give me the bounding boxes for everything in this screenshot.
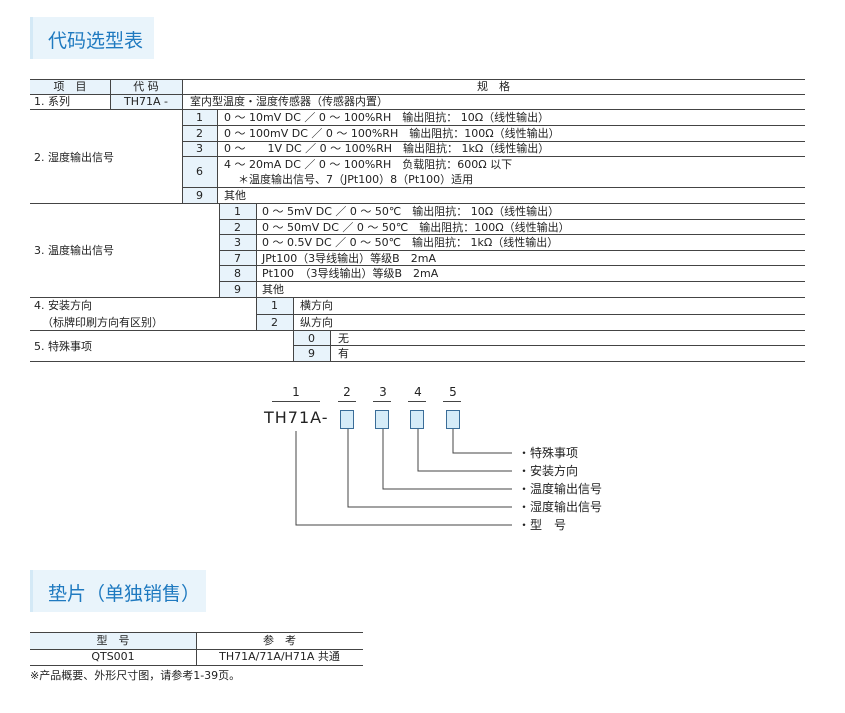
gasket-header-model: 型 号 <box>96 634 130 647</box>
series-label: 1. 系列 <box>34 95 70 108</box>
code-box <box>446 410 460 429</box>
temperature-code: 3 <box>234 236 241 249</box>
header-spec: 规 格 <box>477 80 510 93</box>
special-code: 9 <box>308 347 315 360</box>
diagram-label: ・特殊事项 <box>518 446 579 460</box>
special-desc: 无 <box>338 332 349 345</box>
section-title: 垫片（单独销售） <box>48 583 201 605</box>
special-label: 5. 特殊事项 <box>34 340 92 353</box>
section-header-bar <box>30 17 33 59</box>
series-code: TH71A - <box>124 95 168 108</box>
temperature-desc: 0 ～ 5mV DC ／ 0 ～ 50℃ 输出阻抗： 10Ω（线性输出） <box>262 205 560 218</box>
code-box <box>410 410 424 429</box>
humidity-code: 3 <box>196 142 203 155</box>
special-code: 0 <box>308 332 315 345</box>
temperature-desc: 0 ～ 50mV DC ／ 0 ～ 50℃ 输出阻抗：100Ω（线性输出） <box>262 221 570 234</box>
diagram-label: ・型 号 <box>518 518 567 532</box>
humidity-code: 1 <box>196 111 203 124</box>
header-item: 项 目 <box>53 80 87 93</box>
diagram-label: ・湿度输出信号 <box>518 500 603 514</box>
gasket-ref: TH71A/71A/H71A 共通 <box>219 650 340 663</box>
temperature-label: 3. 温度输出信号 <box>34 244 114 257</box>
humidity-desc: 其他 <box>224 189 246 202</box>
gasket-header-ref: 参 考 <box>263 634 296 647</box>
code-box <box>375 410 389 429</box>
position-number: 5 <box>449 385 457 399</box>
mounting-desc: 横方向 <box>300 299 333 312</box>
temperature-code: 8 <box>234 267 241 280</box>
temperature-code: 9 <box>234 283 241 296</box>
temperature-desc: 其他 <box>262 283 284 296</box>
gasket-header-bg <box>30 633 196 649</box>
special-desc: 有 <box>338 347 349 360</box>
header-bg-left <box>30 80 182 94</box>
mounting-sublabel: （标牌印刷方向有区别） <box>42 316 163 329</box>
humidity-code: 6 <box>196 165 203 178</box>
position-number: 1 <box>292 385 300 399</box>
humidity-desc: 0 ～ 1V DC ／ 0 ～ 100%RH 输出阻抗： 1kΩ（线性输出） <box>224 142 550 155</box>
humidity-desc: 4 ～ 20mA DC ／ 0 ～ 100%RH 负载阻抗：600Ω 以下 <box>224 158 513 171</box>
humidity-desc: 0 ～ 100mV DC ／ 0 ～ 100%RH 输出阻抗：100Ω（线性输出… <box>224 127 560 140</box>
position-number: 2 <box>343 385 351 399</box>
section-header: 垫片（单独销售） <box>30 570 206 612</box>
gasket-model: QTS001 <box>91 650 135 663</box>
section-header-bar <box>30 570 33 612</box>
humidity-label: 2. 湿度输出信号 <box>34 151 114 164</box>
series-code-bg <box>110 94 182 109</box>
temperature-desc: 0 ～ 0.5V DC ／ 0 ～ 50℃ 输出阻抗： 1kΩ（线性输出） <box>262 236 559 249</box>
series-desc: 室内型温度・湿度传感器（传感器内置） <box>190 95 388 108</box>
position-number: 3 <box>379 385 387 399</box>
mounting-code: 2 <box>271 316 278 329</box>
code-box <box>340 410 354 429</box>
temperature-code: 7 <box>234 252 241 265</box>
humidity-note: ＊温度输出信号、7（JPt100）8（Pt100）适用 <box>238 173 474 186</box>
humidity-code: 9 <box>196 189 203 202</box>
humidity-code: 2 <box>196 127 203 140</box>
mounting-desc: 纵方向 <box>300 316 333 329</box>
diagram-label: ・温度输出信号 <box>518 482 603 496</box>
section-title: 代码选型表 <box>48 30 144 52</box>
position-number: 4 <box>414 385 422 399</box>
temperature-desc: Pt100 （3导线输出）等级B 2mA <box>262 267 439 280</box>
temperature-code: 2 <box>234 221 241 234</box>
footnote: ※产品概要、外形尺寸图，请参考1-39页。 <box>30 669 241 682</box>
model-text: TH71A- <box>264 408 329 427</box>
temperature-desc: JPt100（3导线输出）等级B 2mA <box>262 252 436 265</box>
mounting-label: 4. 安装方向 <box>34 299 92 312</box>
temperature-code: 1 <box>234 205 241 218</box>
section-header: 代码选型表 <box>30 17 154 59</box>
mounting-code: 1 <box>271 299 278 312</box>
header-code: 代 码 <box>133 80 159 93</box>
diagram-label: ・安装方向 <box>518 464 579 478</box>
humidity-desc: 0 ～ 10mV DC ／ 0 ～ 100%RH 输出阻抗： 10Ω（线性输出） <box>224 111 550 124</box>
